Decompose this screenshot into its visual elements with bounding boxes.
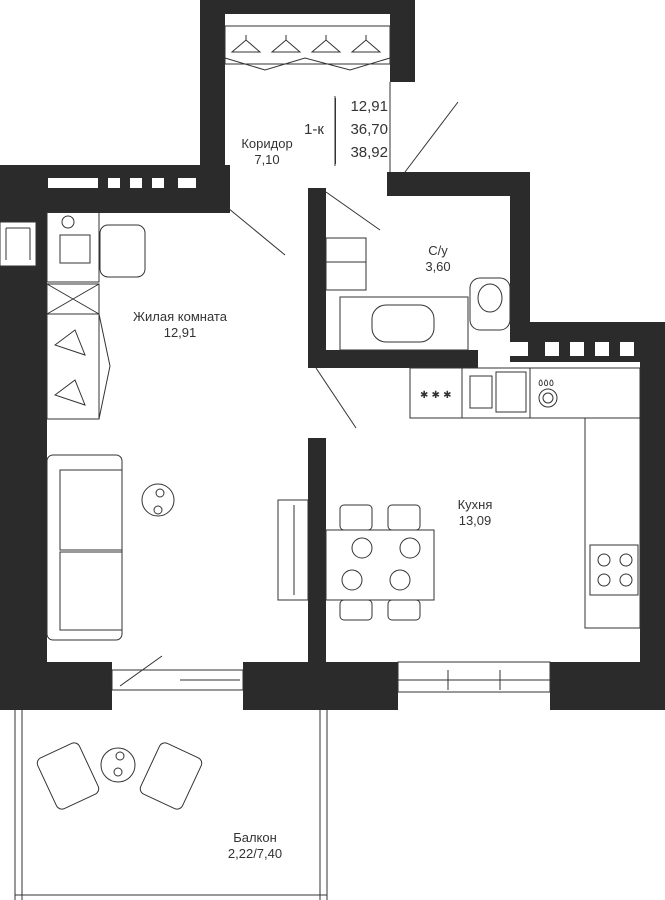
wall-slots: [48, 178, 634, 356]
walls: [0, 0, 665, 710]
bathtub: [339, 296, 469, 351]
room-label-kitchen: Кухня 13,09: [440, 497, 510, 529]
fridge-lines: [469, 375, 493, 409]
svg-text:✱ ✱ ✱: ✱ ✱ ✱: [420, 390, 452, 401]
wall-top-left: [0, 165, 230, 213]
coffee-table: [141, 483, 175, 517]
room-label-bathroom: С/у 3,60: [408, 243, 468, 275]
desk-chair: [99, 224, 146, 278]
wall-bath-left: [308, 188, 326, 368]
tv-stand: [277, 499, 309, 601]
bath-sink: [325, 237, 367, 291]
kitchen-side-counter: [584, 417, 641, 629]
room-name: Коридор: [241, 136, 293, 151]
wall-kitchen-top: [510, 322, 665, 362]
desk: [46, 211, 100, 283]
wall-bath-bottom: [308, 350, 478, 368]
toilet: [469, 277, 511, 331]
total-with-balcony-value: 38,92: [350, 144, 388, 161]
wall-bath-top: [387, 172, 527, 196]
hanger-icons: [230, 35, 382, 53]
room-name: С/у: [428, 243, 448, 258]
room-label-living: Жилая комната 12,91: [115, 309, 245, 341]
kitchen-sink: [495, 371, 527, 413]
door-balcony: [119, 655, 163, 687]
summary-divider: [335, 98, 336, 164]
room-area: 7,10: [254, 152, 280, 167]
wall-partition: [308, 438, 326, 663]
wall-corridor-right-top: [390, 0, 415, 82]
room-name: Жилая комната: [133, 309, 227, 324]
wardrobe-corridor: [224, 25, 391, 65]
room-area: 13,09: [458, 513, 492, 528]
stove-marks: ✱ ✱ ✱ ٥٥٥: [420, 378, 554, 401]
wall-bottom-left: [0, 662, 112, 710]
entry-door: [404, 101, 459, 173]
wardrobe-living: [46, 313, 100, 420]
balcony-chair-left: [36, 742, 100, 810]
wall-bath-right: [510, 172, 530, 332]
room-name: Балкон: [233, 830, 277, 845]
balcony-table: [100, 747, 136, 783]
dining-table: [325, 529, 435, 601]
window-kitchen: [397, 661, 551, 693]
kitchen-counter: [409, 367, 641, 419]
total-area-value: 36,70: [350, 121, 388, 138]
fixtures: [14, 25, 641, 900]
wall-corridor-left: [200, 0, 225, 213]
door-living: [227, 207, 286, 256]
wall-right: [640, 322, 665, 710]
sofa: [46, 454, 123, 641]
balcony-chair-right: [139, 742, 203, 810]
wall-top: [200, 0, 415, 14]
door-kitchen: [315, 367, 357, 429]
wardrobe-doors: [224, 57, 391, 71]
wall-bottom-middle: [243, 662, 398, 710]
room-name: Кухня: [457, 497, 493, 512]
room-label-corridor: Коридор 7,10: [232, 136, 302, 168]
room-area: 2,22/7,40: [227, 846, 283, 861]
svg-text:٥٥٥: ٥٥٥: [538, 378, 554, 389]
door-bathroom: [325, 191, 381, 231]
apartment-type: 1-к: [304, 121, 324, 138]
wall-bottom-right: [550, 662, 665, 710]
apartment-summary: 1-к 12,91 36,70 38,92: [302, 94, 392, 168]
room-area: 12,91: [163, 325, 197, 340]
room-label-balcony: Балкон 2,22/7,40: [205, 830, 305, 862]
stove: [589, 544, 639, 596]
living-area-value: 12,91: [350, 98, 388, 115]
window-living-bottom: [111, 669, 244, 691]
window-left: [0, 221, 37, 267]
room-area: 3,60: [425, 259, 451, 274]
